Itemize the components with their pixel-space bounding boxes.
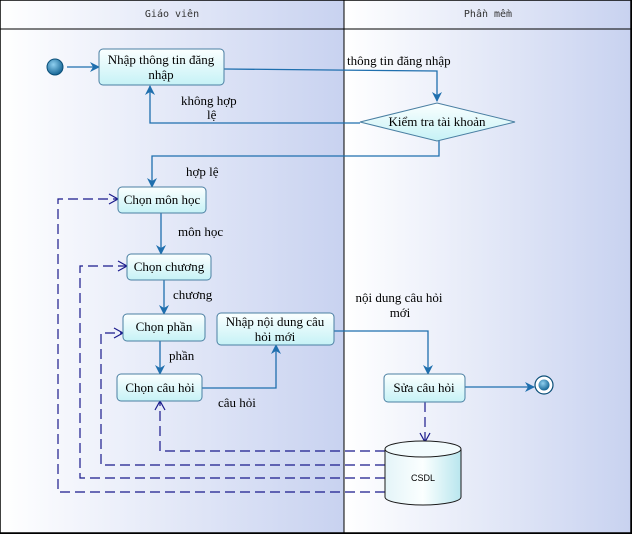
node-question-label: Chọn câu hỏi — [125, 380, 195, 395]
node-enter-content-line2: hỏi mới — [255, 329, 296, 344]
start-node — [46, 58, 64, 76]
flow-invalid — [145, 85, 360, 124]
node-section: Chọn phần — [122, 313, 206, 342]
edge-valid-label: hợp lệ — [186, 164, 219, 179]
edge-subject-label: môn học — [178, 224, 223, 239]
node-question: Chọn câu hỏi — [116, 373, 203, 402]
node-edit: Sửa câu hỏi — [383, 373, 466, 403]
node-chapter: Chọn chương — [126, 253, 212, 281]
node-subject-label: Chọn môn học — [124, 192, 201, 207]
control-flows — [67, 62, 535, 392]
node-enter-content: Nhập nội dung câu hỏi mới — [216, 312, 335, 346]
node-login: Nhập thông tin đăng nhập — [98, 48, 225, 86]
node-chapter-label: Chọn chương — [134, 259, 205, 274]
dataflow-db-to-section — [100, 327, 385, 466]
edge-new-content-label-line1: nội dung câu hỏi — [355, 290, 442, 305]
dataflow-db-to-question — [154, 399, 385, 452]
edge-login-info-label: thông tin đăng nhập — [347, 53, 451, 68]
end-node — [534, 375, 554, 395]
dataflow-db-to-chapter — [79, 260, 385, 479]
node-db-label: CSDL — [411, 473, 435, 483]
edge-question-label: câu hỏi — [218, 395, 256, 410]
flow-question-to-content — [202, 344, 281, 389]
node-section-label: Chọn phần — [136, 319, 193, 334]
flow-valid — [147, 140, 440, 188]
node-login-line2: nhập — [148, 67, 173, 82]
node-check-decision: Kiểm tra tài khoản — [359, 102, 516, 142]
edge-invalid-label-line1: không hợp — [181, 93, 237, 108]
edge-section-label: phần — [169, 348, 195, 363]
edge-labels: thông tin đăng nhập không hợp lệ hợp lệ … — [169, 53, 451, 410]
edge-chapter-label: chương — [173, 287, 213, 302]
flow-content-to-edit — [334, 330, 433, 375]
node-db-cylinder: CSDL — [384, 440, 462, 506]
dataflow-db-to-subject — [57, 193, 385, 493]
node-check-label: Kiểm tra tài khoản — [388, 114, 486, 129]
data-flows — [57, 193, 431, 493]
node-edit-label: Sửa câu hỏi — [393, 380, 455, 395]
edge-new-content-label-line2: mới — [390, 305, 411, 320]
edge-invalid-label-line2: lệ — [207, 107, 217, 122]
node-login-line1: Nhập thông tin đăng — [108, 52, 215, 67]
node-subject: Chọn môn học — [117, 186, 207, 214]
flow-login-to-check — [223, 68, 442, 102]
lane-teacher-title: Giáo viên — [145, 8, 199, 20]
lane-software-title: Phần mềm — [464, 8, 512, 20]
node-enter-content-line1: Nhập nội dung câu — [226, 314, 325, 329]
